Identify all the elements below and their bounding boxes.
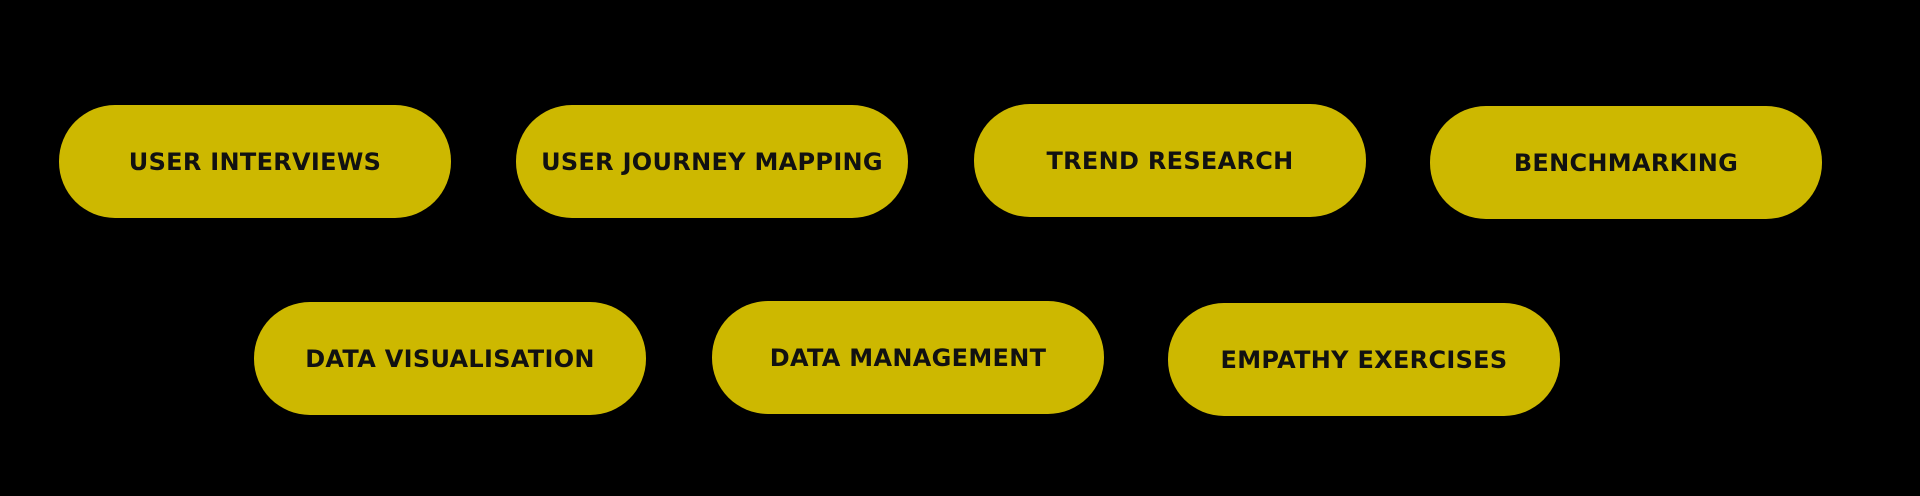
skill-pill-empathy-exercises: EMPATHY EXERCISES: [1168, 303, 1560, 416]
skill-pill-label: EMPATHY EXERCISES: [1220, 345, 1508, 374]
skill-pill-data-management: DATA MANAGEMENT: [712, 301, 1104, 414]
skill-pill-label: USER JOURNEY MAPPING: [541, 147, 883, 176]
skill-pill-user-journey-mapping: USER JOURNEY MAPPING: [516, 105, 908, 218]
skill-pill-label: TREND RESEARCH: [1046, 146, 1294, 175]
skill-pill-label: DATA MANAGEMENT: [769, 343, 1047, 372]
skill-pill-label: DATA VISUALISATION: [305, 344, 595, 373]
skill-pill-benchmarking: BENCHMARKING: [1430, 106, 1822, 219]
skill-pill-label: USER INTERVIEWS: [128, 147, 382, 176]
skill-pill-user-interviews: USER INTERVIEWS: [59, 105, 451, 218]
skill-pill-trend-research: TREND RESEARCH: [974, 104, 1366, 217]
skill-pill-data-visualisation: DATA VISUALISATION: [254, 302, 646, 415]
skill-pill-label: BENCHMARKING: [1513, 148, 1739, 177]
